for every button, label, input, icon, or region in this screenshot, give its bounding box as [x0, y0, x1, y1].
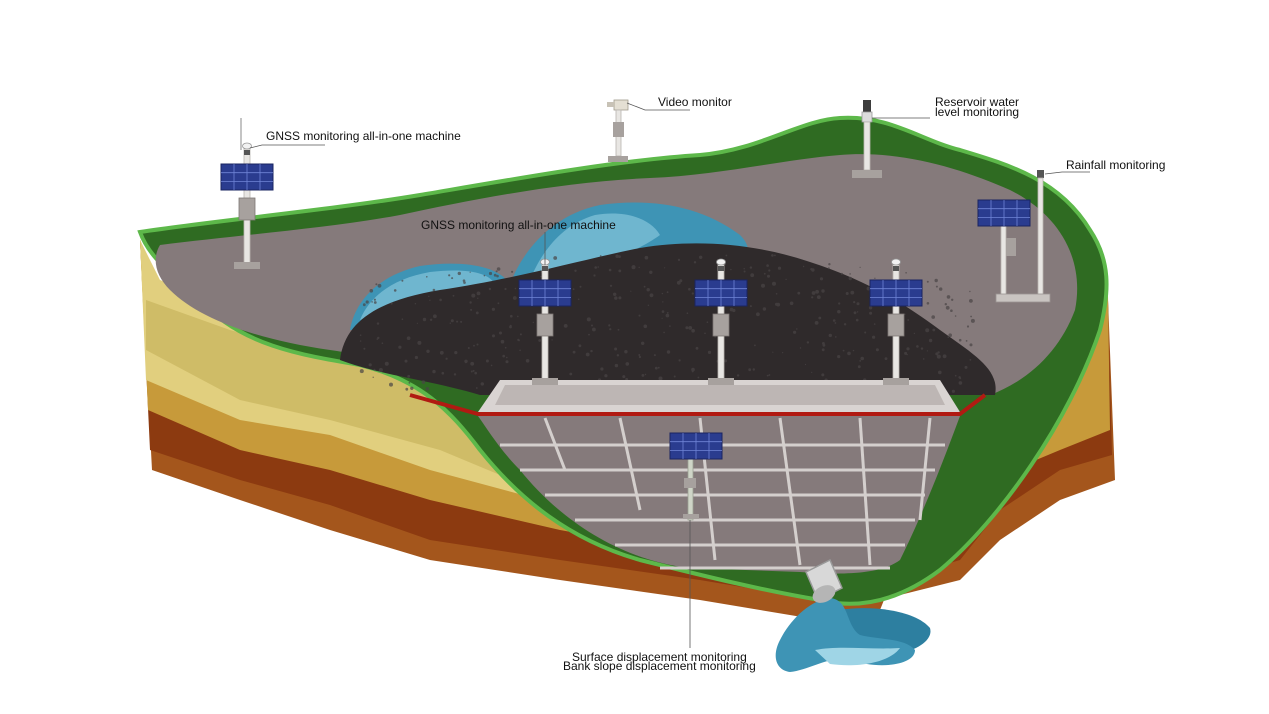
label-reservoir-line2: level monitoring	[935, 105, 1019, 119]
downstream-slope	[478, 416, 960, 574]
label-reservoir-line1: Reservoir water	[935, 95, 1019, 109]
dam-wall	[409, 380, 987, 416]
label-video-monitor: Video monitor	[658, 95, 732, 109]
label-gnss-top: GNSS monitoring all-in-one machine	[266, 129, 461, 143]
label-gnss-center: GNSS monitoring all-in-one machine	[421, 218, 616, 232]
callout-labels: GNSS monitoring all-in-one machine GNSS …	[266, 95, 1165, 673]
surface-displacement-station-icon	[669, 432, 723, 521]
drain-pipe-icon	[805, 558, 843, 603]
water-splash-light	[815, 647, 900, 666]
label-rainfall: Rainfall monitoring	[1066, 158, 1165, 172]
water-pool-center-light	[530, 213, 660, 280]
label-surface-displacement: Surface displacement monitoring	[572, 650, 747, 664]
callout-leaders	[249, 102, 1090, 648]
soil-layer-brown	[140, 240, 900, 620]
video-camera-icon	[607, 99, 629, 162]
outflow	[775, 558, 931, 672]
rain-gauge-icon	[977, 170, 1051, 303]
slope-grid-lines	[500, 417, 945, 570]
dam-red-line	[409, 393, 987, 416]
gnss-station-icon	[221, 118, 273, 269]
water-level-gauge-icon	[852, 100, 882, 178]
label-bank-slope-displacement: Bank slope displacement monitoring	[563, 659, 756, 673]
dam-inner	[495, 385, 945, 405]
